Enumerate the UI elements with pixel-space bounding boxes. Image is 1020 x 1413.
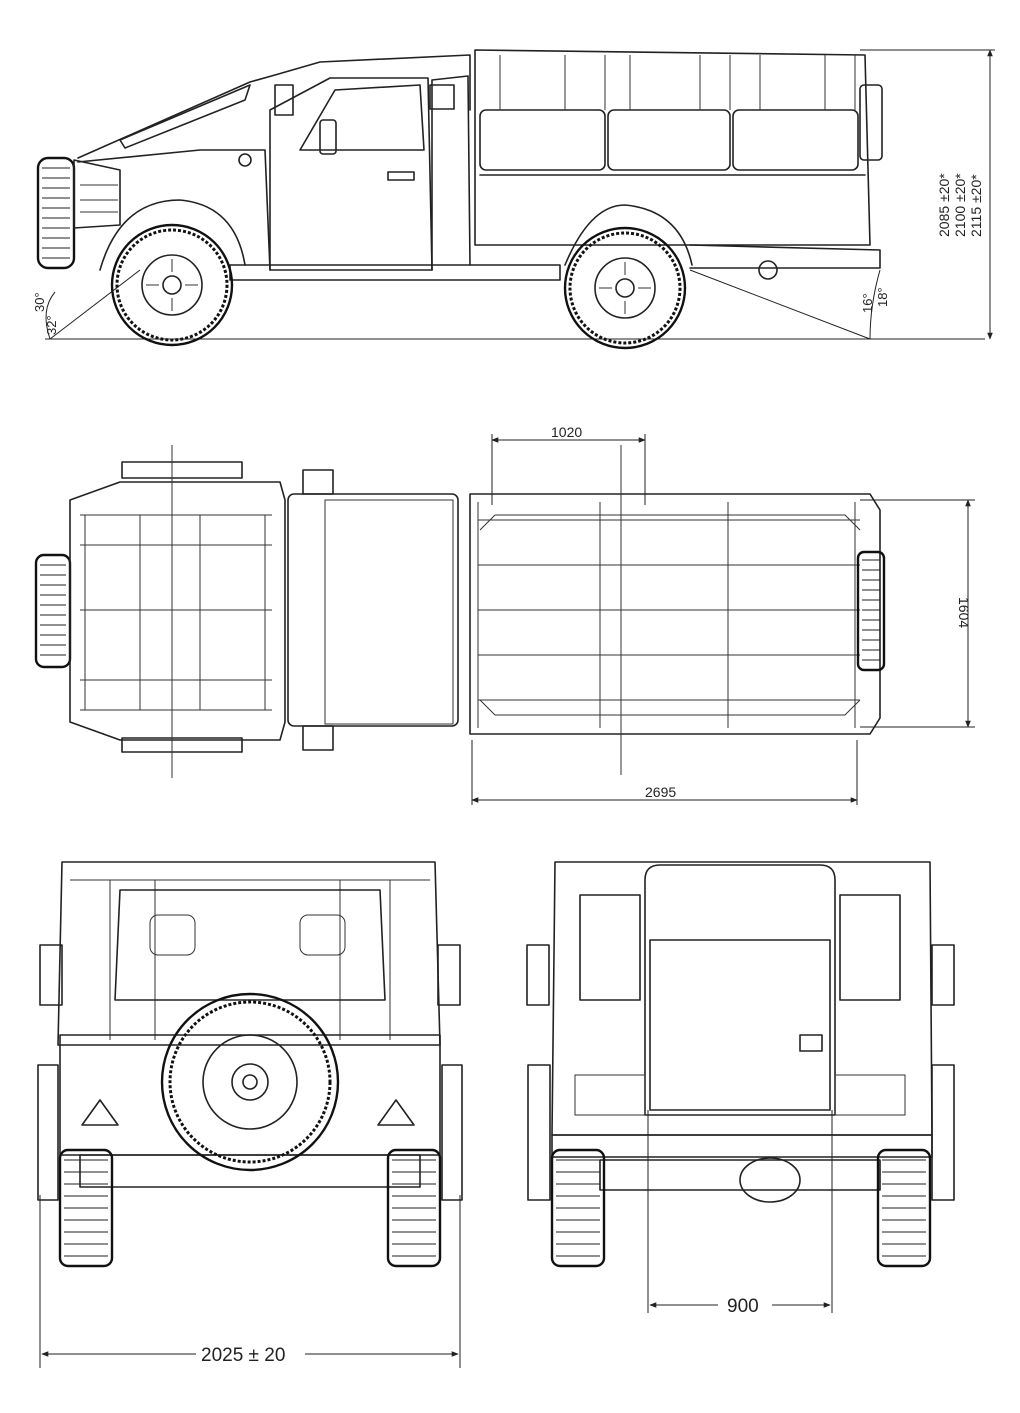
- front-bumper: [59, 1034, 441, 1156]
- approach-arc: [45, 291, 56, 340]
- reflector-right: [377, 1099, 415, 1126]
- hood-bar: [119, 84, 251, 149]
- bed-dim-label: 1020: [551, 424, 582, 440]
- height-label-1: 2085 ±20*: [936, 173, 952, 237]
- rear-light-left: [574, 1074, 646, 1116]
- cab-door: [269, 77, 433, 271]
- bed-seat-2: [607, 109, 731, 171]
- height-label-3: 2115 ±20*: [968, 174, 984, 237]
- hood-line: [77, 149, 271, 271]
- roof-rack-top: [121, 461, 243, 479]
- rear-fender-left: [527, 1064, 551, 1201]
- side-sill: [229, 264, 561, 281]
- cab-rear-window: [429, 84, 455, 110]
- side-mirror: [319, 119, 337, 155]
- rear-seat-left: [579, 894, 641, 1001]
- fender-right: [441, 1064, 463, 1201]
- top-mirror: [302, 725, 334, 751]
- rear-jerrycan: [859, 84, 883, 161]
- departure-line: [689, 269, 871, 340]
- top-spare-tire: [34, 553, 72, 669]
- rear-wheel-arch: [564, 204, 693, 266]
- cab-back: [431, 75, 471, 271]
- rear-fender-right: [931, 1064, 955, 1201]
- front-cage-outline: [69, 481, 286, 741]
- cab-roof: [287, 493, 459, 727]
- rear-view: 900: [526, 861, 955, 1317]
- rear-bumper: [551, 1134, 933, 1158]
- roof-rack-bottom: [121, 737, 243, 753]
- door-handle: [387, 171, 415, 181]
- departure-angle-2: 16°: [860, 293, 875, 313]
- snorkel: [274, 84, 294, 116]
- front-spare-tire: [36, 156, 76, 270]
- top-rear-spare: [856, 550, 886, 672]
- front-view: 2025 ± 20: [37, 861, 463, 1368]
- fender-left: [37, 1064, 59, 1201]
- approach-line: [49, 269, 141, 340]
- top-view: 1020 1604 2695: [34, 424, 975, 805]
- front-wheel-arch: [99, 199, 246, 271]
- rear-seat-right: [839, 894, 901, 1001]
- mirror-left: [39, 944, 63, 1006]
- front-left-wheel: [58, 1148, 114, 1268]
- top-bed: [469, 493, 881, 735]
- bed-seat-3: [732, 109, 859, 171]
- wheelbase-dim-label: 2695: [645, 784, 676, 800]
- front-badge: [238, 153, 252, 167]
- mirror-right: [437, 944, 461, 1006]
- differential: [739, 1157, 801, 1203]
- front-grille: [73, 159, 121, 229]
- tailgate: [649, 939, 831, 1111]
- rear-mirror-right: [931, 944, 955, 1006]
- cargo-bed: [474, 49, 871, 246]
- front-chassis: [79, 1154, 421, 1188]
- rear-axle: [599, 1159, 881, 1191]
- rear-rollbar: [644, 864, 836, 1116]
- front-wheel: [110, 223, 234, 347]
- rear-wheel: [563, 226, 687, 350]
- rear-light-right: [834, 1074, 906, 1116]
- reflector-left: [81, 1099, 119, 1126]
- departure-arc: [869, 269, 881, 340]
- departure-angle-1: 18°: [875, 287, 890, 307]
- seat-right: [299, 914, 346, 956]
- tow-hitch: [758, 260, 778, 280]
- cab-roof-line: [77, 54, 471, 159]
- rear-right-wheel: [876, 1148, 932, 1268]
- rear-view-body: [551, 861, 933, 1136]
- front-track-label: 2025 ± 20: [201, 1345, 285, 1366]
- side-view: 2085 ±20* 2100 ±20* 2115 ±20* 30° 32° 18…: [32, 49, 995, 350]
- seat-left: [149, 914, 196, 956]
- tailgate-latch: [799, 1034, 823, 1052]
- rear-track-label: 900: [727, 1296, 759, 1317]
- front-spare-wheel: [160, 992, 340, 1172]
- width-dim-label: 1604: [956, 597, 972, 628]
- approach-angle-2: 32°: [44, 315, 59, 335]
- rear-mirror-left: [526, 944, 550, 1006]
- door-window: [299, 84, 425, 151]
- top-snorkel: [302, 469, 334, 495]
- front-right-wheel: [386, 1148, 442, 1268]
- approach-angle-1: 30°: [32, 292, 47, 312]
- windshield: [114, 889, 386, 1001]
- bed-seat-1: [479, 109, 606, 171]
- rear-left-wheel: [550, 1148, 606, 1268]
- height-label-2: 2100 ±20*: [952, 173, 968, 237]
- rear-frame: [689, 244, 881, 269]
